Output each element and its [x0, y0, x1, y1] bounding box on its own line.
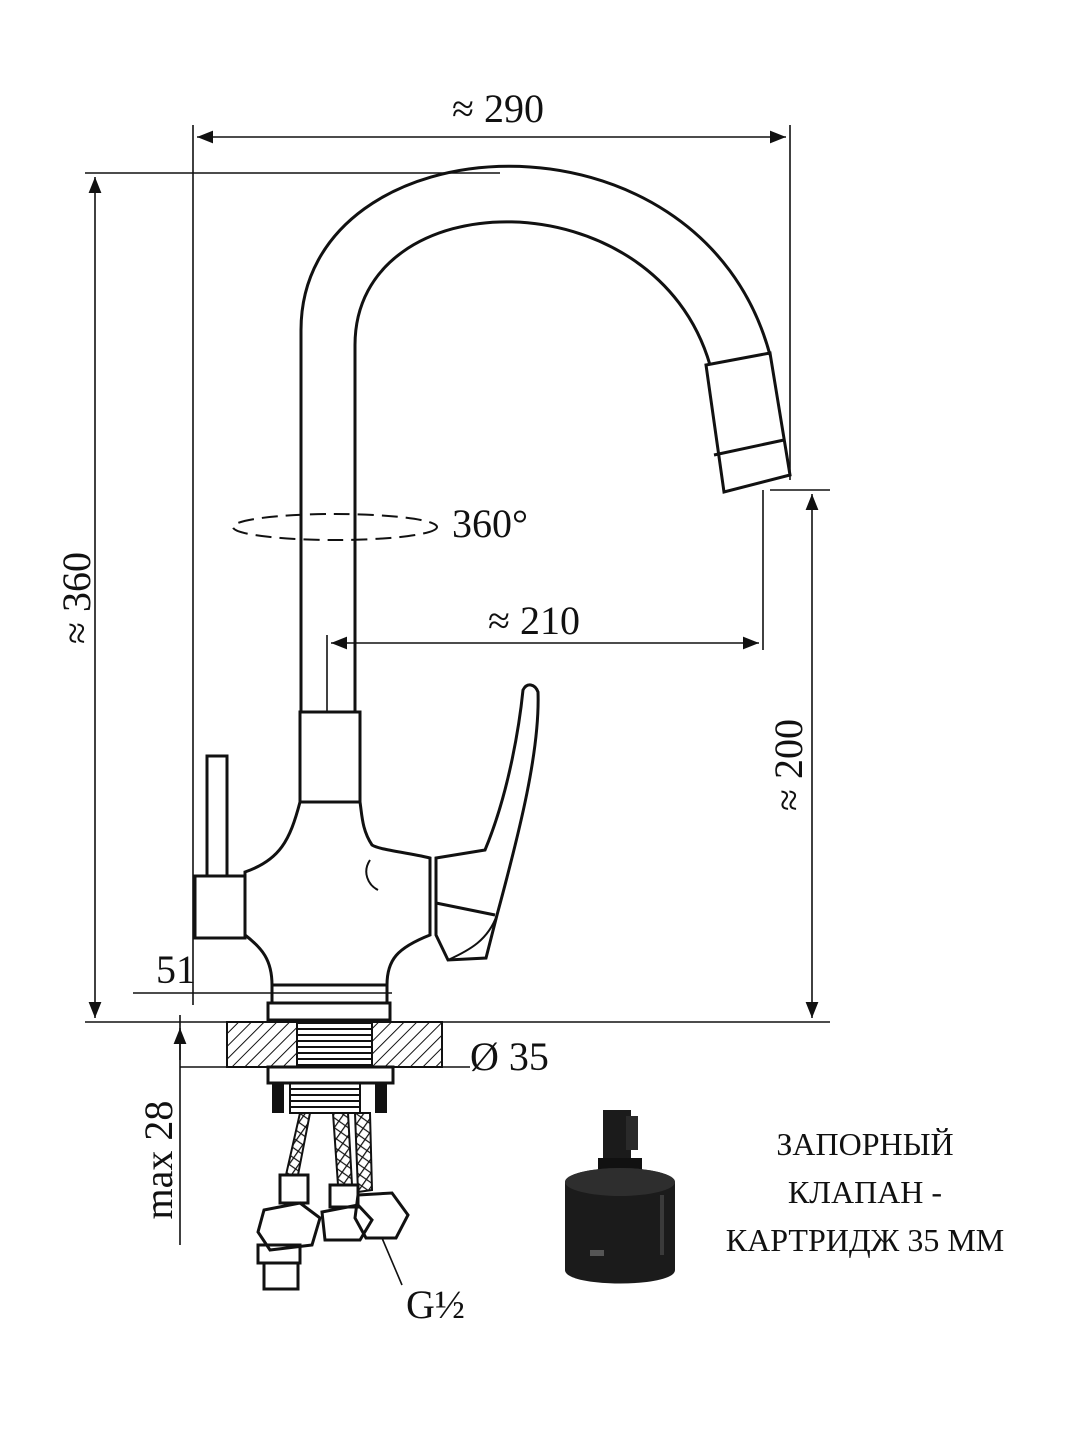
width-label: ≈ 290 — [452, 86, 544, 131]
mounting-hardware — [266, 1065, 395, 1114]
countertop-section — [180, 1021, 470, 1068]
spout-height-label: ≈ 200 — [766, 719, 811, 811]
thread-label: G½ — [406, 1282, 465, 1327]
countertop-thickness-label: max 28 — [136, 1101, 181, 1220]
caption-line-3: КАРТРИДЖ 35 ММ — [725, 1222, 1005, 1258]
caption-line-2: КЛАПАН - — [787, 1174, 943, 1210]
spout-height-dimension: ≈ 200 — [766, 489, 830, 1018]
base-width-label: 51 — [156, 947, 196, 992]
swivel-indicator: 360° — [232, 501, 528, 546]
swivel-label: 360° — [452, 501, 528, 546]
caption-line-1: ЗАПОРНЫЙ — [776, 1126, 954, 1162]
mount-hole-dimension: Ø 35 — [470, 1034, 549, 1079]
height-label: ≈ 360 — [54, 552, 99, 644]
cartridge-image — [565, 1110, 675, 1284]
base-width-dimension: 51 — [133, 947, 392, 994]
mount-hole-label: Ø 35 — [470, 1034, 549, 1079]
reach-dimension: ≈ 210 — [326, 490, 764, 712]
height-dimension: ≈ 360 — [54, 172, 830, 1023]
thread-callout: G½ — [381, 1237, 465, 1327]
reach-label: ≈ 210 — [488, 598, 580, 643]
width-dimension: ≈ 290 — [192, 86, 791, 1005]
cartridge-caption: ЗАПОРНЫЙ КЛАПАН - КАРТРИДЖ 35 ММ — [690, 1120, 1040, 1264]
countertop-thickness-dimension: max 28 — [136, 1015, 187, 1245]
faucet-body — [193, 683, 540, 1022]
supply-hoses — [256, 1112, 410, 1291]
spout — [299, 164, 792, 712]
